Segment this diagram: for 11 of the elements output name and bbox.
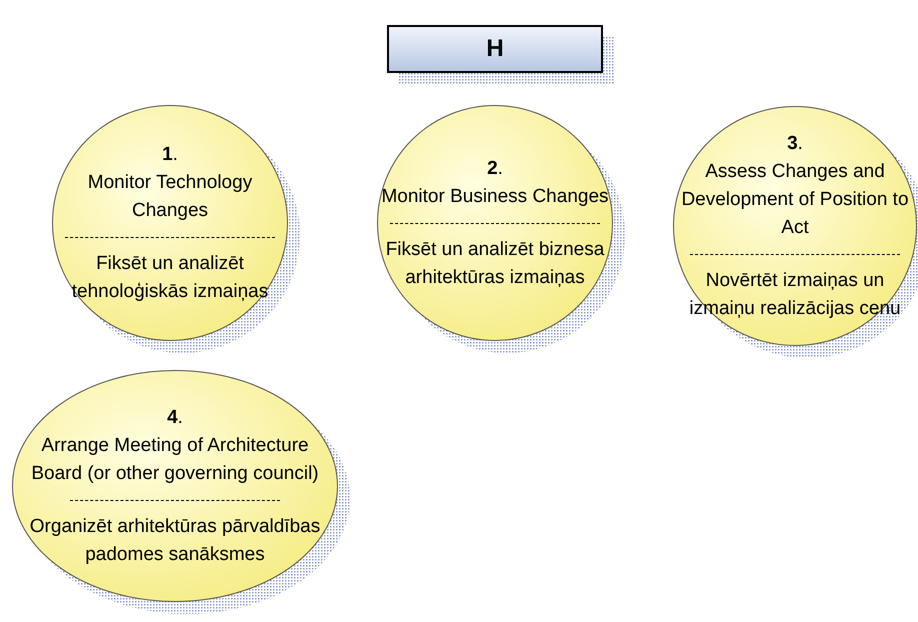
step-description: Organizēt arhitektūras pārvaldības padomes sanāksmes bbox=[28, 514, 322, 566]
step-number: 2. bbox=[487, 156, 503, 180]
step-title: Assess Changes and Development of Position to Act bbox=[680, 160, 910, 240]
step-title: Monitor Business Changes bbox=[381, 184, 609, 208]
step-number: 1. bbox=[162, 142, 178, 166]
step-number: 3. bbox=[787, 132, 803, 156]
step-title: Arrange Meeting of Architecture Board (or other governing council) bbox=[30, 434, 320, 486]
step-description: Fiksēt un analizēt biznesa arhitektūras izmaiņas bbox=[384, 238, 606, 290]
step-title: Monitor Technology Changes bbox=[86, 170, 254, 222]
box-title: H bbox=[486, 35, 504, 63]
step-number: 4. bbox=[167, 406, 183, 430]
